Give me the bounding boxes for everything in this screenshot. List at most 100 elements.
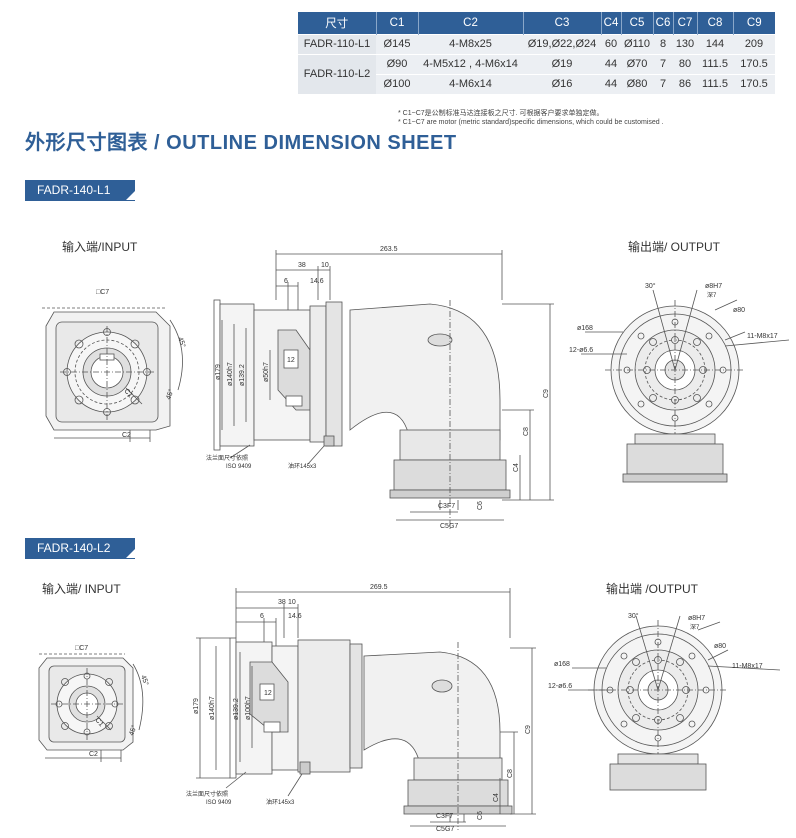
model-tag-l1: FADR-140-L1 xyxy=(25,180,135,200)
table-notes: * C1~C7是公制标准马达连接板之尺寸. 可根据客户要求单独定做。 * C1~… xyxy=(398,109,664,127)
side-view-drawing: 269.5 38 10 6 14.6 ø179 ø140h7 ø139.2 ø1… xyxy=(186,584,536,833)
overall-length-label: 269.5 xyxy=(370,584,388,591)
input-view-drawing: □C7 C1 C2 45° 45° xyxy=(38,645,150,762)
c1-label: C1 xyxy=(122,388,133,399)
dim-6-label: 6 xyxy=(284,278,288,285)
model-cell: FADR-110-L2 xyxy=(298,53,376,94)
holes-12-label: 12-ø6.6 xyxy=(569,347,593,354)
angle-45-label: 45° xyxy=(176,336,187,349)
table-cell: 111.5 xyxy=(697,53,733,74)
header-cell: C9 xyxy=(733,12,775,34)
tag-underline xyxy=(25,200,135,201)
dia-140-label: ø140h7 xyxy=(209,696,216,720)
spec-table: 尺寸 C1 C2 C3 C4 C5 C6 C7 C8 C9 FADR-110-L… xyxy=(298,12,775,94)
input-view-label: 输入端/ INPUT xyxy=(42,582,121,596)
dia-139-label: ø139.2 xyxy=(239,364,246,386)
note-cn: * C1~C7是公制标准马达连接板之尺寸. 可根据客户要求单独定做。 xyxy=(398,110,604,117)
table-cell: 130 xyxy=(673,33,697,54)
iso-label: ISO 9409 xyxy=(226,464,252,470)
header-cell: 尺寸 xyxy=(298,12,377,34)
table-cell: Ø80 xyxy=(621,73,653,94)
table-cell: 144 xyxy=(697,33,733,54)
dia-80-label: ø80 xyxy=(714,643,726,650)
table-header-row: 尺寸 C1 C2 C3 C4 C5 C6 C7 C8 C9 xyxy=(298,12,775,34)
input-view-drawing: □C7 C1 C2 45° 45° xyxy=(42,289,187,442)
table-cell: 7 xyxy=(653,53,673,74)
table-cell: 111.5 xyxy=(697,73,733,94)
header-cell: C6 xyxy=(653,12,674,34)
table-cell: Ø145 xyxy=(376,33,418,54)
output-view-label: 输出端 /OUTPUT xyxy=(606,582,698,596)
output-view-label: 输出端/ OUTPUT xyxy=(628,240,720,254)
table-cell: 4-M5x12 , 4-M6x14 xyxy=(418,53,523,74)
dim-12-label: 12 xyxy=(264,690,272,697)
table-row: Ø100 4-M6x14 Ø16 44 Ø80 7 86 111.5 170.5 xyxy=(298,73,775,94)
c1-label: C1 xyxy=(93,717,104,728)
dim-14-6-label: 14.6 xyxy=(288,613,302,620)
header-cell: C4 xyxy=(601,12,622,34)
page-title: 外形尺寸图表 / OUTLINE DIMENSION SHEET xyxy=(25,132,457,154)
c4-label: C4 xyxy=(513,463,520,472)
dim-10-label: 10 xyxy=(321,262,329,269)
model-cell: FADR-110-L1 xyxy=(298,33,376,54)
table-cell: 170.5 xyxy=(733,73,775,94)
table-cell: 209 xyxy=(733,33,775,54)
overall-length-label: 263.5 xyxy=(380,246,398,253)
table-cell: 4-M6x14 xyxy=(418,73,523,94)
table-row: FADR-110-L2 Ø90 4-M5x12 , 4-M6x14 Ø19 44… xyxy=(298,53,775,94)
output-view-drawing: 30° ø8H7 深7 ø80 ø168 12-ø6.6 11-M8x17 xyxy=(569,282,790,483)
table-cell: Ø19 xyxy=(523,53,601,74)
c2-label: C2 xyxy=(122,432,131,439)
iso-label: ISO 9409 xyxy=(206,800,232,806)
holes-11-label: 11-M8x17 xyxy=(747,333,778,340)
c8-label: C8 xyxy=(523,427,530,436)
dia-179-label: ø179 xyxy=(193,698,200,714)
dim-12-label: 12 xyxy=(287,357,295,364)
angle-45-label-2: 45° xyxy=(164,388,175,401)
side-view-drawing: 263.5 38 10 6 14.6 ø179 ø140h7 ø139.2 ø5… xyxy=(206,246,554,530)
dia-8h7-label: ø8H7 xyxy=(705,283,722,290)
dia-168-label: ø168 xyxy=(577,325,593,332)
table-cell: 7 xyxy=(653,73,673,94)
depth-label: 深7 xyxy=(707,291,717,299)
c5g7-label: C5G7 xyxy=(436,826,454,833)
square-c7-label: □C7 xyxy=(96,289,109,296)
c2-label: C2 xyxy=(89,751,98,758)
angle-45-label: 45° xyxy=(139,674,150,687)
table-cell: Ø16 xyxy=(523,73,601,94)
c5g7-label: C5G7 xyxy=(440,523,458,530)
dim-14-6-label: 14.6 xyxy=(310,278,324,285)
angle-45-label-2: 45° xyxy=(127,724,138,737)
table-cell: 8 xyxy=(653,33,673,54)
table-cell: Ø100 xyxy=(376,73,418,94)
table-cell: 4-M8x25 xyxy=(418,33,523,54)
header-cell: C8 xyxy=(697,12,734,34)
dia-8h7-label: ø8H7 xyxy=(688,615,705,622)
header-cell: C2 xyxy=(418,12,524,34)
dia-50-label: ø50h7 xyxy=(263,362,270,382)
depth-label: 深7 xyxy=(690,623,700,631)
oring-label: 油环145x3 xyxy=(266,798,295,806)
header-cell: C1 xyxy=(376,12,419,34)
input-view-label: 输入端/INPUT xyxy=(62,240,138,254)
dia-179-label: ø179 xyxy=(215,364,222,380)
table-cell: 86 xyxy=(673,73,697,94)
table-cell: Ø70 xyxy=(621,53,653,74)
table-cell: Ø110 xyxy=(621,33,653,54)
square-c7-label: □C7 xyxy=(75,645,88,652)
table-cell: Ø19,Ø22,Ø24 xyxy=(523,33,601,54)
table-cell: 170.5 xyxy=(733,53,775,74)
table-row: FADR-110-L1 Ø145 4-M8x25 Ø19,Ø22,Ø24 60 … xyxy=(298,33,775,54)
tag-underline xyxy=(25,558,135,559)
header-cell: C3 xyxy=(523,12,602,34)
dia-140-label: ø140h7 xyxy=(227,362,234,386)
table-cell: 44 xyxy=(601,73,621,94)
c4-label: C4 xyxy=(493,793,500,802)
holes-11-label: 11-M8x17 xyxy=(732,663,763,670)
dia-168-label: ø168 xyxy=(554,661,570,668)
dim-38-label: 38 xyxy=(278,599,286,606)
c3f7-label: C3F7 xyxy=(438,503,455,510)
angle-30-label: 30° xyxy=(628,612,639,620)
dim-38-label: 38 xyxy=(298,262,306,269)
c8-label: C8 xyxy=(507,769,514,778)
